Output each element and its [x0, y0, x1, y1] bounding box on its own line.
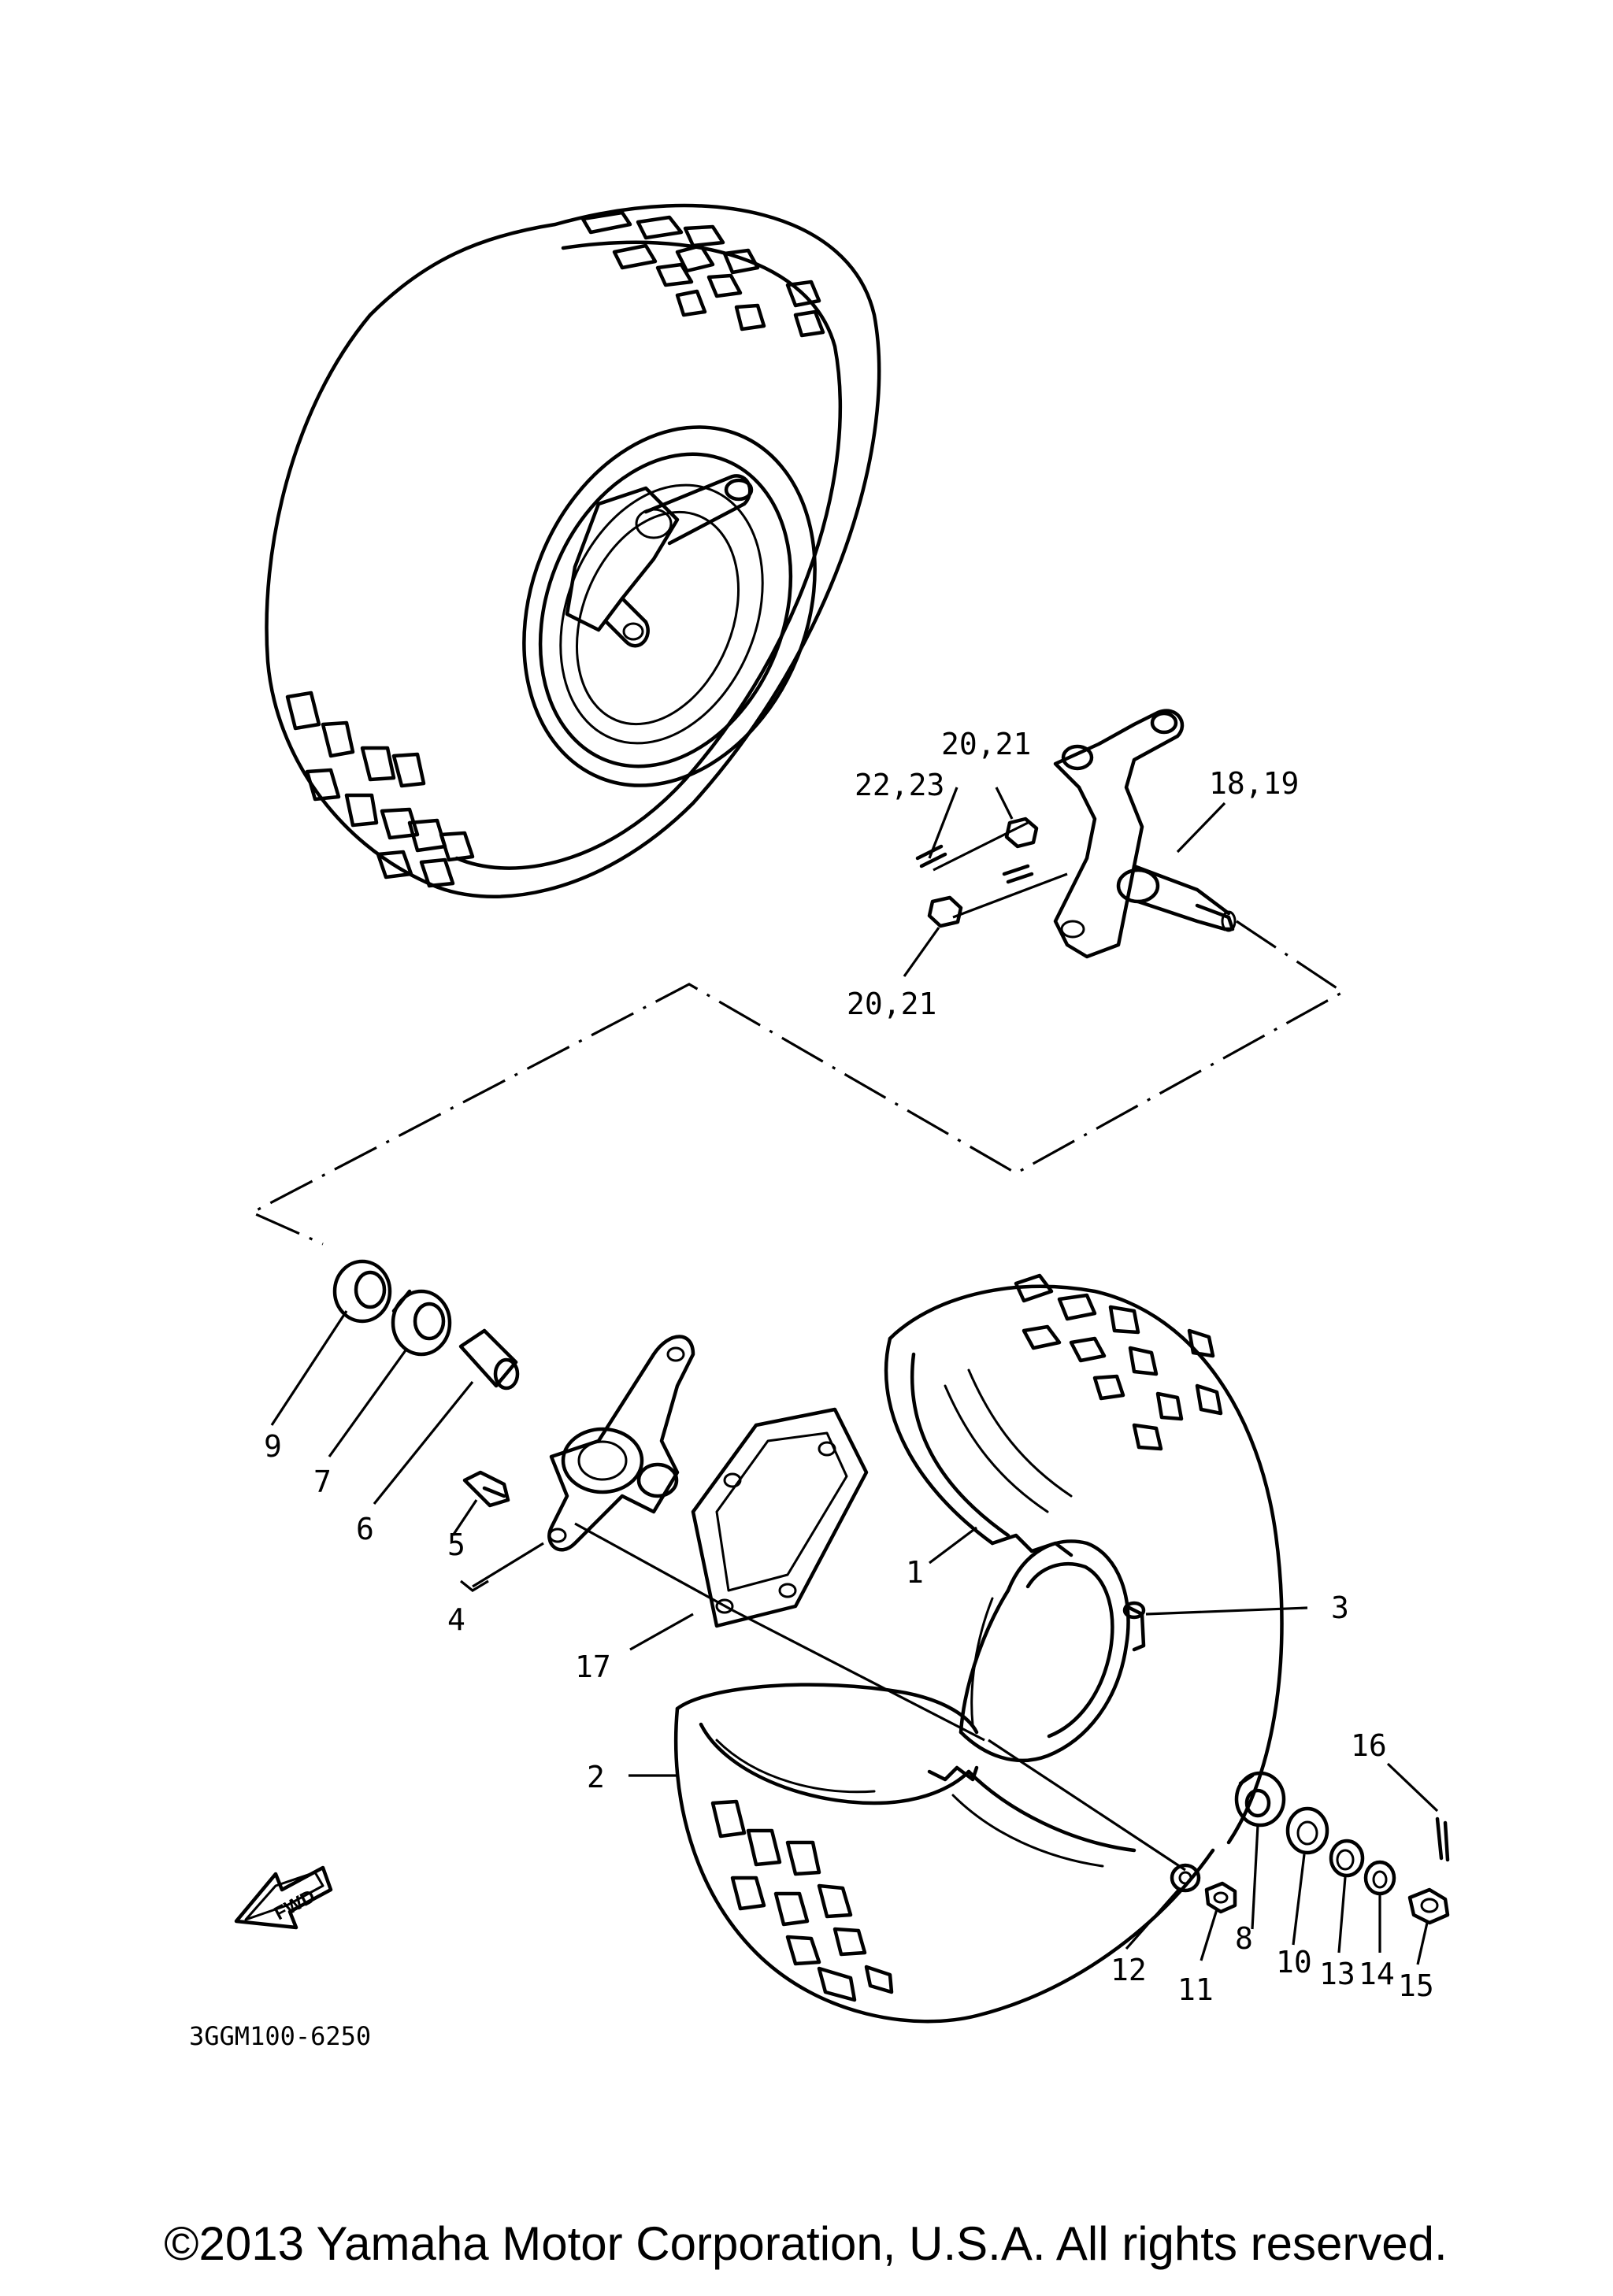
spacer-13 — [1329, 1839, 1365, 1878]
callout-2: 2 — [587, 1760, 605, 1794]
castle-nut-upper — [1004, 817, 1039, 849]
fwd-label: FWD — [271, 1886, 319, 1924]
castle-nut-lower — [927, 895, 963, 928]
valve-stem — [1122, 1601, 1146, 1652]
callout-1: 1 — [906, 1555, 924, 1590]
bearing-8 — [1234, 1771, 1286, 1828]
wheel-rim — [959, 1539, 1130, 1763]
callout-7: 7 — [313, 1465, 332, 1499]
callout-9: 9 — [264, 1429, 282, 1464]
callout-6: 6 — [356, 1512, 374, 1546]
diagram-code: 3GGM100-6250 — [189, 2021, 371, 2051]
callout-3: 3 — [1331, 1591, 1349, 1625]
cotter-pin-16 — [1435, 1816, 1450, 1862]
bearing-9 — [332, 1259, 392, 1324]
tire-half-2 — [673, 1683, 1215, 2024]
callout-12: 12 — [1111, 1953, 1147, 1987]
washer-14 — [1363, 1860, 1396, 1896]
assembled-front-wheel — [265, 203, 881, 898]
callout-14: 14 — [1359, 1957, 1395, 1991]
callout-11: 11 — [1177, 1972, 1214, 2007]
callout-4: 4 — [447, 1602, 465, 1637]
assembly-line-upper — [249, 920, 1346, 1246]
callout-10: 10 — [1276, 1945, 1312, 1979]
steering-knuckle — [1053, 709, 1237, 959]
fwd-arrow-icon: FWD — [234, 1865, 333, 1930]
wheel-hub — [547, 1335, 695, 1552]
washer-10 — [1285, 1806, 1329, 1855]
callout-15: 15 — [1398, 1968, 1434, 2003]
callout-18-19: 18,19 — [1209, 766, 1299, 801]
callout-5: 5 — [447, 1528, 465, 1562]
brake-plate — [691, 1407, 869, 1628]
callout-16: 16 — [1351, 1728, 1387, 1763]
cotter-pin-lower — [1002, 864, 1034, 884]
leader-lines — [270, 787, 1439, 1965]
axle-nut-15 — [1407, 1887, 1450, 1925]
nut-11 — [1204, 1881, 1237, 1914]
callout-17: 17 — [575, 1650, 611, 1684]
spacer-6 — [458, 1328, 520, 1391]
tire-half-1 — [884, 1273, 1284, 1845]
hub-stud-bolt — [462, 1470, 510, 1508]
assembly-line-knuckle — [933, 821, 1068, 919]
callout-20-21-top: 20,21 — [941, 727, 1031, 761]
cotter-pin-upper — [915, 844, 947, 868]
callout-20-21-bottom: 20,21 — [847, 987, 936, 1021]
washer-12 — [1170, 1863, 1201, 1893]
callout-22-23: 22,23 — [855, 768, 944, 802]
bearing-7 — [391, 1289, 452, 1357]
copyright-notice: ©2013 Yamaha Motor Corporation, U.S.A. A… — [164, 2217, 1447, 2270]
callout-8: 8 — [1235, 1921, 1253, 1956]
callout-13: 13 — [1319, 1957, 1355, 1991]
